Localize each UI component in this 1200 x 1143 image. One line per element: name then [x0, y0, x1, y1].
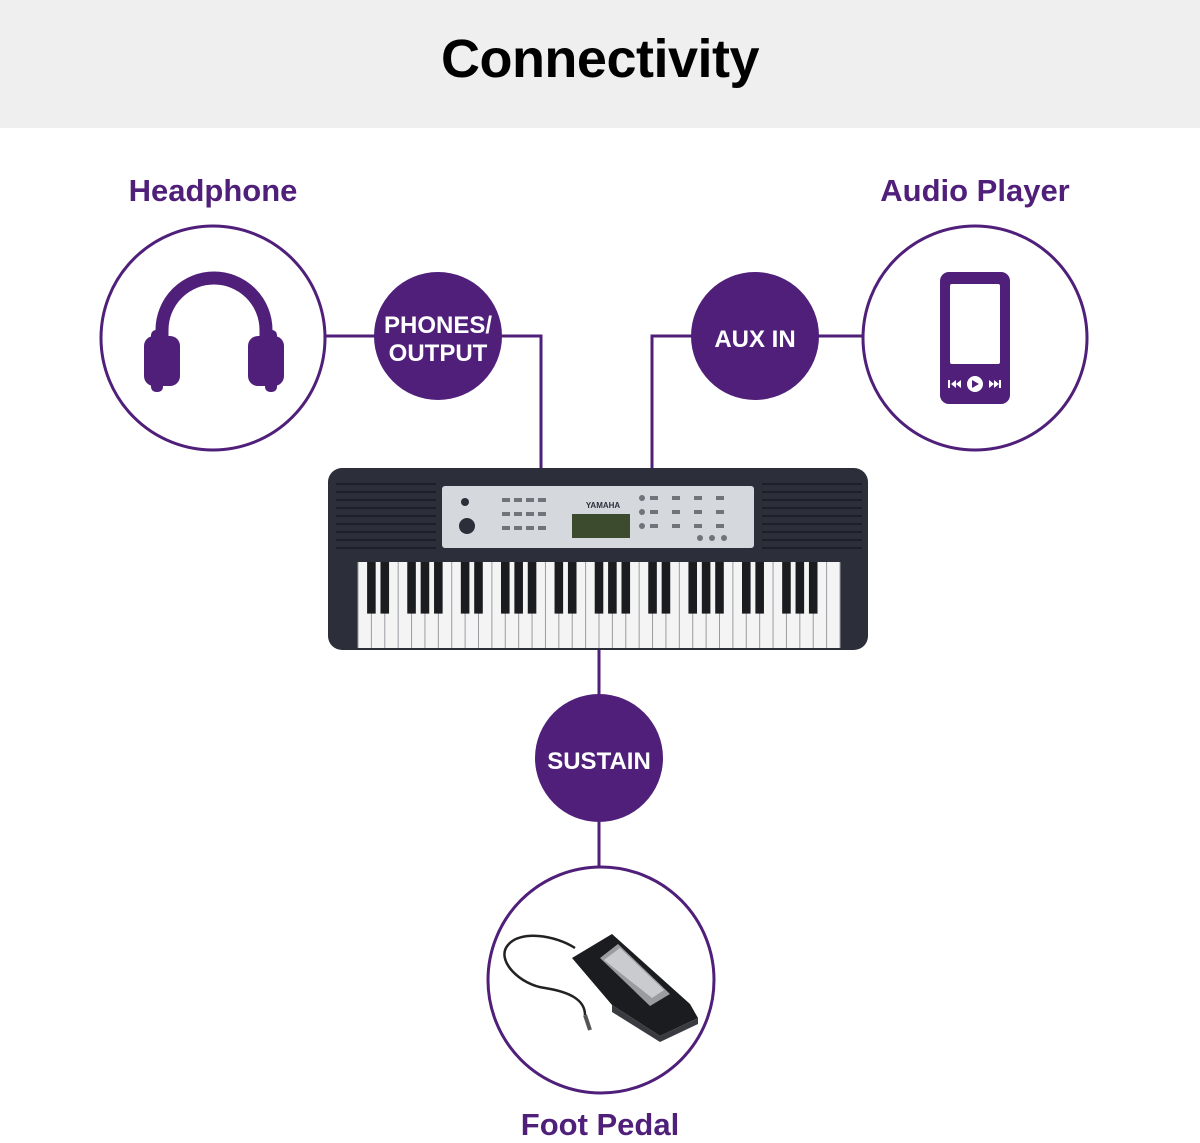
port-sustain: SUSTAIN: [535, 694, 663, 822]
black-key: [795, 562, 805, 614]
connector-phones-keyboard: [500, 334, 543, 470]
black-key: [460, 562, 470, 614]
black-key: [648, 562, 657, 614]
keyboard-brand: YAMAHA: [586, 501, 621, 510]
headphone-label: Headphone: [128, 173, 298, 208]
black-key: [661, 562, 671, 614]
page-title: Connectivity: [440, 29, 760, 89]
port-aux-in: AUX IN: [691, 272, 819, 400]
keyboard-display: [572, 514, 630, 538]
audio-player-device: [861, 224, 1089, 452]
black-key: [420, 562, 430, 614]
black-key: [782, 562, 791, 614]
header-bar: Connectivity: [0, 0, 1200, 128]
black-key: [527, 562, 537, 614]
black-key: [755, 562, 764, 614]
black-key: [741, 562, 751, 614]
black-key: [608, 562, 617, 614]
headphone-icon: [144, 271, 284, 392]
port-phones-line2: OUTPUT: [389, 340, 488, 367]
black-key: [434, 562, 443, 614]
black-key: [688, 562, 698, 614]
black-key: [621, 562, 631, 614]
headphone-device: [99, 224, 327, 452]
port-phones-output: PHONES/ OUTPUT: [374, 272, 502, 400]
port-sustain-label: SUSTAIN: [547, 748, 651, 775]
black-key: [474, 562, 483, 614]
foot-pedal-icon: [503, 934, 698, 1042]
connector-aux-keyboard: [650, 334, 692, 470]
foot-pedal-device: [486, 865, 716, 1095]
black-key: [715, 562, 724, 614]
black-key: [808, 562, 818, 614]
keyboard-icon: YAMAHA: [328, 468, 868, 650]
port-phones-line1: PHONES/: [384, 312, 492, 339]
audio-player-label: Audio Player: [880, 173, 1070, 208]
black-key: [514, 562, 523, 614]
black-key: [380, 562, 390, 614]
black-keys: [367, 562, 818, 614]
foot-pedal-label: Foot Pedal: [520, 1107, 680, 1142]
black-key: [500, 562, 510, 614]
black-key: [367, 562, 376, 614]
black-key: [554, 562, 564, 614]
media-player-icon: [940, 272, 1010, 404]
port-aux-label: AUX IN: [714, 326, 795, 353]
black-key: [594, 562, 604, 614]
black-key: [407, 562, 416, 614]
black-key: [701, 562, 711, 614]
black-key: [567, 562, 577, 614]
connector-lines: [326, 334, 862, 868]
